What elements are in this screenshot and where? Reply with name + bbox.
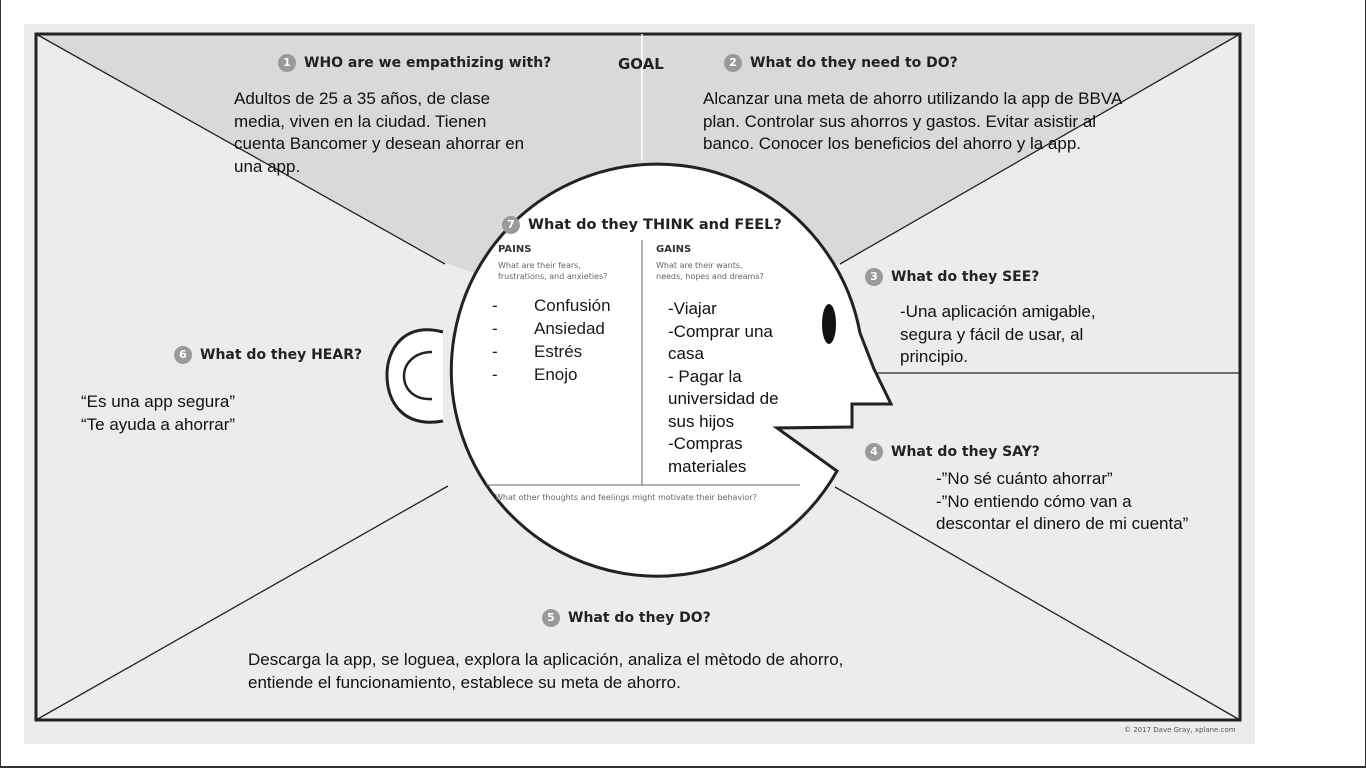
- do-number-badge: 5: [542, 609, 560, 627]
- see-line: segura y fácil de usar, al: [900, 324, 1084, 344]
- gains-item: materiales: [668, 456, 747, 476]
- hear-line: “Te ayuda a ahorrar”: [81, 414, 236, 434]
- pains-item: - Estrés: [492, 340, 611, 363]
- see-line: principio.: [900, 347, 969, 366]
- see-title: What do they SEE?: [891, 269, 1040, 285]
- think-feel-title: What do they THINK and FEEL?: [528, 217, 782, 233]
- say-line: -”No entiendo cómo van a: [936, 491, 1132, 511]
- gains-heading: GAINS: [656, 244, 692, 255]
- gains-item: sus hijos: [668, 411, 735, 431]
- say-line: descontar el dinero de mi cuenta”: [936, 514, 1189, 533]
- need-to-do-line: banco. Conocer los beneficios del ahorro…: [703, 134, 1082, 153]
- gains-item: - Pagar la: [668, 366, 742, 386]
- need-to-do-title: What do they need to DO?: [750, 55, 958, 71]
- need-to-do-heading: 2 What do they need to DO?: [724, 54, 958, 72]
- gains-item: casa: [668, 344, 704, 363]
- pains-item: - Confusión: [492, 294, 611, 317]
- hear-number-badge: 6: [174, 346, 192, 364]
- pains-subtitle-line: What are their fears,: [498, 261, 581, 270]
- who-number-badge: 1: [278, 54, 296, 72]
- hear-text: “Es una app segura” “Te ayuda a ahorrar”: [81, 391, 235, 436]
- ear-inner: [402, 350, 433, 401]
- do-text: Descarga la app, se loguea, explora la a…: [248, 649, 843, 694]
- pains-subtitle: What are their fears, frustrations, and …: [498, 260, 607, 282]
- pain-label: Estrés: [534, 342, 583, 361]
- who-heading: 1 WHO are we empathizing with?: [278, 54, 551, 72]
- who-title: WHO are we empathizing with?: [304, 55, 552, 71]
- see-number-badge: 3: [865, 268, 883, 286]
- eye: [822, 304, 836, 344]
- copyright-credit: © 2017 Dave Gray, xplane.com: [1124, 726, 1236, 734]
- do-heading: 5 What do they DO?: [542, 609, 711, 627]
- gains-subtitle-line: needs, hopes and dreams?: [656, 272, 764, 281]
- gains-subtitle-line: What are their wants,: [656, 261, 743, 270]
- diagonal-top-right: [839, 33, 1241, 265]
- say-line: -”No sé cuánto ahorrar”: [936, 469, 1113, 488]
- do-line: entiende el funcionamiento, establece su…: [248, 672, 681, 692]
- pain-bullet: -: [492, 342, 498, 361]
- pain-label: Confusión: [534, 296, 611, 315]
- goal-label: GOAL: [618, 55, 664, 73]
- ear: [385, 328, 444, 424]
- who-line: media, viven en la ciudad. Tienen: [234, 111, 487, 131]
- gains-item: universidad de: [668, 389, 779, 408]
- map-border: [34, 32, 1242, 722]
- need-to-do-line: Alcanzar una meta de ahorro utilizando l…: [703, 89, 1123, 108]
- gains-list: -Viajar -Comprar una casa - Pagar la uni…: [668, 298, 779, 478]
- think-feel-number-badge: 7: [502, 216, 520, 234]
- think-feel-heading: 7 What do they THINK and FEEL?: [502, 216, 782, 234]
- pain-bullet: -: [492, 365, 498, 384]
- pains-subtitle-line: frustrations, and anxieties?: [498, 272, 608, 281]
- hear-title: What do they HEAR?: [200, 347, 363, 363]
- need-to-do-text: Alcanzar una meta de ahorro utilizando l…: [703, 88, 1122, 156]
- hear-line: “Es una app segura”: [81, 392, 236, 411]
- pain-label: Enojo: [534, 365, 578, 384]
- pains-heading: PAINS: [498, 244, 532, 255]
- say-number-badge: 4: [865, 443, 883, 461]
- pains-list: - Confusión - Ansiedad - Estrés - Enojo: [492, 294, 611, 386]
- who-text: Adultos de 25 a 35 años, de clase media,…: [234, 88, 524, 178]
- see-text: -Una aplicación amigable, segura y fácil…: [900, 301, 1096, 369]
- pains-item: - Enojo: [492, 363, 611, 386]
- diagonal-top-left: [35, 33, 446, 265]
- say-heading: 4 What do they SAY?: [865, 443, 1040, 461]
- hear-heading: 6 What do they HEAR?: [174, 346, 362, 364]
- think-feel-footer: What other thoughts and feelings might m…: [495, 493, 757, 502]
- head-outline: [449, 162, 894, 578]
- need-to-do-line: plan. Controlar sus ahorros y gastos. Ev…: [703, 111, 1097, 131]
- pains-item: - Ansiedad: [492, 317, 611, 340]
- do-line: Descarga la app, se loguea, explora la a…: [248, 650, 844, 669]
- gains-item: -Viajar: [668, 299, 717, 318]
- pain-bullet: -: [492, 296, 498, 315]
- who-line: cuenta Bancomer y desean ahorrar en: [234, 134, 525, 153]
- who-line: una app.: [234, 156, 301, 176]
- who-line: Adultos de 25 a 35 años, de clase: [234, 89, 491, 108]
- see-heading: 3 What do they SEE?: [865, 268, 1039, 286]
- diagonal-bottom-left: [35, 485, 449, 721]
- gains-item: -Comprar una: [668, 321, 773, 341]
- do-title: What do they DO?: [568, 610, 711, 626]
- pain-label: Ansiedad: [534, 319, 605, 338]
- need-to-do-number-badge: 2: [724, 54, 742, 72]
- diagonal-bottom-right: [834, 486, 1241, 721]
- gains-item: -Compras: [668, 434, 743, 453]
- pain-bullet: -: [492, 319, 498, 338]
- see-line: -Una aplicación amigable,: [900, 302, 1096, 321]
- gains-subtitle: What are their wants, needs, hopes and d…: [656, 260, 764, 282]
- say-title: What do they SAY?: [891, 444, 1040, 460]
- say-text: -”No sé cuánto ahorrar” -”No entiendo có…: [936, 468, 1188, 536]
